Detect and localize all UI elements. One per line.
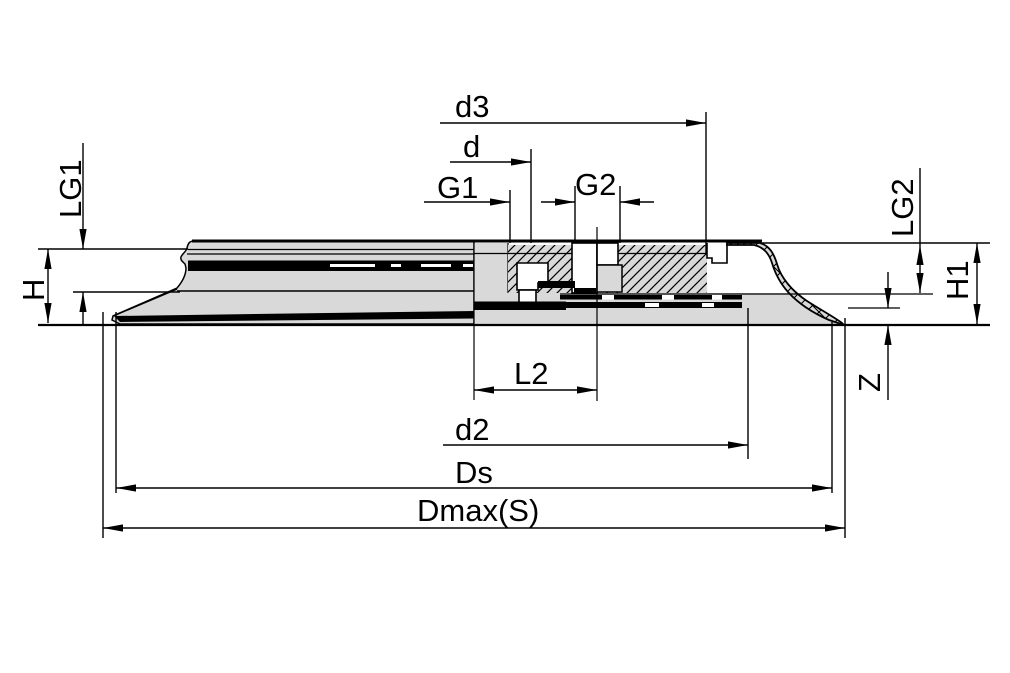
dimension-labels: d3 d G1 G2 LG1 H LG2 H1 Z L2 d2 Ds Dmax(… <box>16 89 975 528</box>
suction-cup-outside-view <box>111 240 475 325</box>
dim-label-d3: d3 <box>455 89 489 124</box>
d3-groove-notch <box>706 243 728 264</box>
extension-lines <box>38 112 990 538</box>
dim-label-d: d <box>463 129 480 164</box>
sealing-lip-edge <box>114 311 474 322</box>
dim-label-g1: G1 <box>437 170 478 205</box>
dim-label-lg1: LG1 <box>53 159 88 218</box>
dim-label-h: H <box>16 279 51 301</box>
dim-label-dmax: Dmax(S) <box>417 493 539 528</box>
suction-cup-section-view <box>192 239 845 400</box>
dim-label-h1: H1 <box>940 260 975 300</box>
dim-label-l2: L2 <box>514 356 548 391</box>
dimension-arrowheads <box>44 119 981 532</box>
dim-label-ds: Ds <box>455 455 493 490</box>
dim-label-g2: G2 <box>575 167 616 202</box>
dim-label-lg2: LG2 <box>885 178 920 237</box>
dim-label-d2: d2 <box>455 412 489 447</box>
g2-bore <box>571 242 598 294</box>
dim-label-z: Z <box>852 373 887 392</box>
